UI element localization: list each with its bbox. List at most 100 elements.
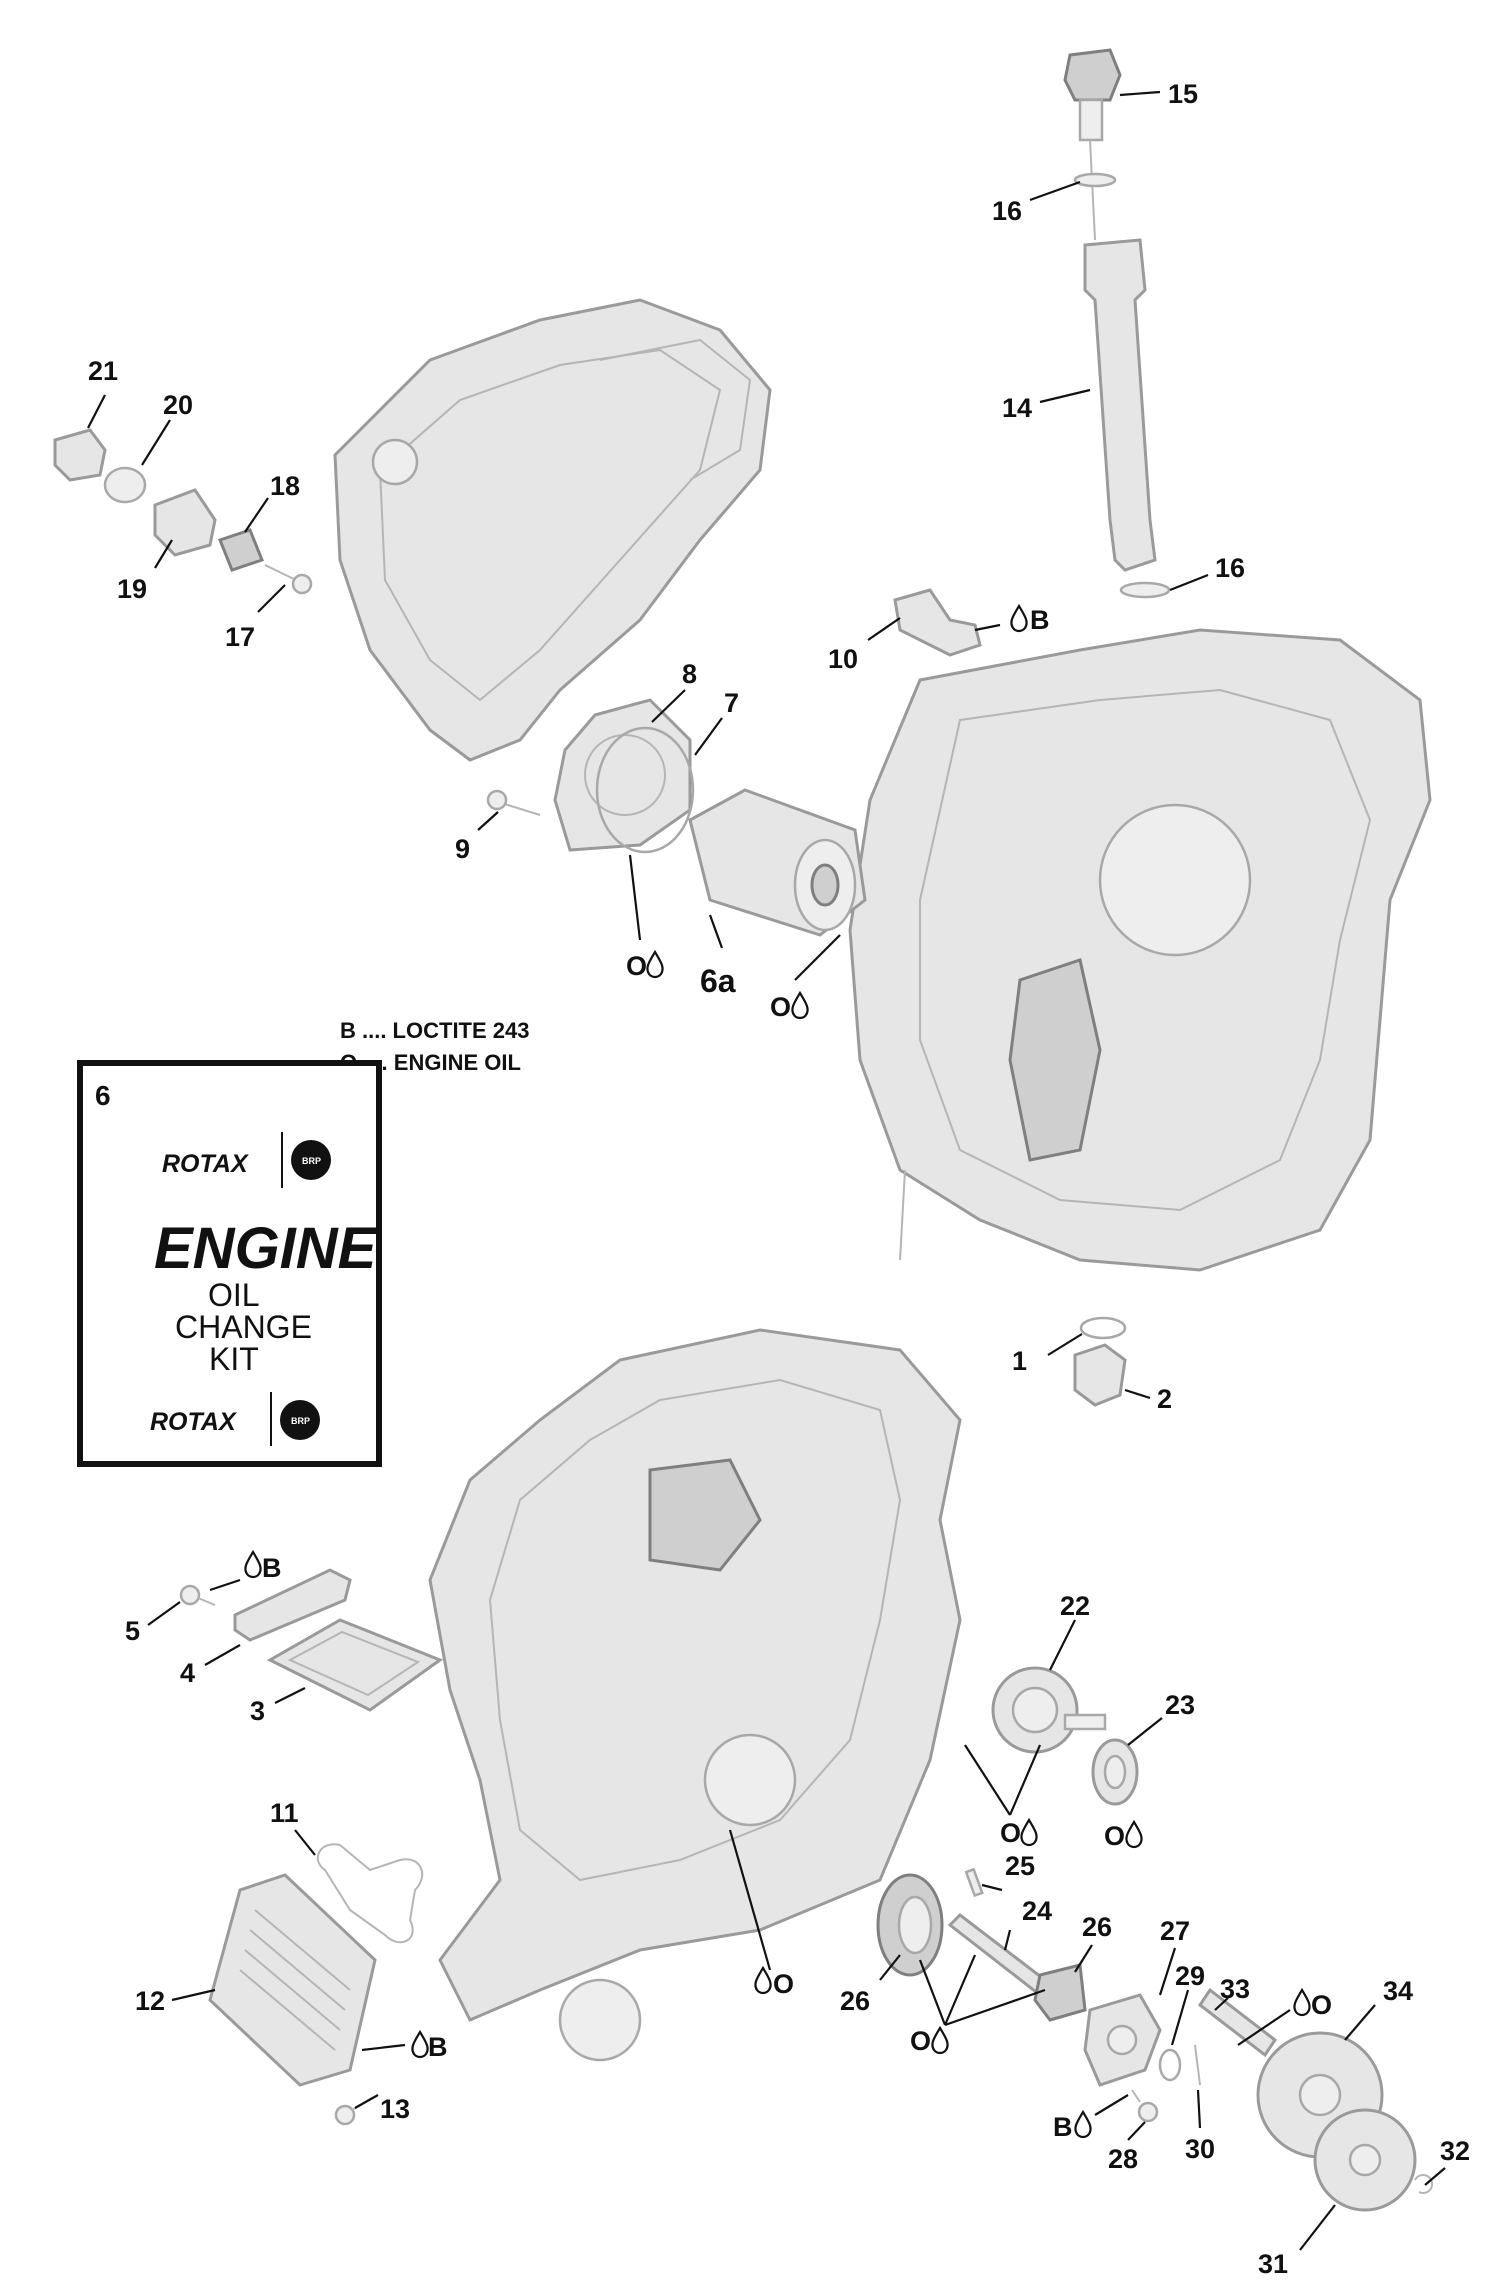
callout-28: 28	[1108, 2144, 1138, 2174]
oil-drop-filter-icon	[791, 990, 809, 1020]
marker-b-10: B	[1030, 605, 1050, 635]
kit-brand-bottom: ROTAX	[150, 1408, 237, 1436]
oil-drop-seal-icon	[1125, 1819, 1143, 1849]
washer-part	[1079, 1316, 1127, 1340]
plug-part	[53, 428, 107, 482]
callout-15: 15	[1168, 79, 1198, 109]
kit-title: ENGINE	[154, 1216, 379, 1281]
callout-13: 13	[380, 2094, 410, 2124]
marker-b-12: B	[428, 2032, 448, 2062]
callout-24: 24	[1022, 1896, 1052, 1926]
callout-34: 34	[1383, 1976, 1413, 2006]
circlip-part	[1414, 2173, 1434, 2194]
cooler-gasket-part	[316, 1843, 424, 1944]
loctite-drop-12-icon	[411, 2029, 429, 2059]
legend-loctite: B .... LOCTITE 243	[340, 1018, 529, 1043]
callout-9: 9	[455, 834, 470, 864]
callout-22: 22	[1060, 1591, 1090, 1621]
pump-ring-part	[1158, 2048, 1182, 2082]
kit-line-change: CHANGE	[175, 1309, 312, 1345]
callout-20: 20	[163, 390, 193, 420]
strainer-part	[266, 1618, 444, 1712]
callout-32: 32	[1440, 2136, 1470, 2166]
brp-logo-bottom-icon: BRP	[280, 1400, 320, 1440]
callout-2: 2	[1157, 1384, 1172, 1414]
inner-rotor-part	[1033, 1963, 1087, 2022]
loctite-drop-icon	[1010, 603, 1028, 633]
callout-27: 27	[1160, 1916, 1190, 1946]
oil-drop-rotor-icon	[931, 2025, 949, 2055]
kit-number: 6	[95, 1080, 111, 1111]
marker-o-case: O	[773, 1969, 794, 1999]
callout-18: 18	[270, 471, 300, 501]
ring-part	[103, 466, 147, 504]
kit-brand-top: ROTAX	[162, 1150, 249, 1178]
marker-o-rotor: O	[910, 2026, 931, 2056]
oil-filter-part	[688, 788, 867, 937]
filter-cover-part	[553, 698, 692, 852]
lower-crankcase-part	[428, 1328, 962, 2062]
loctite-drop-5-icon	[244, 1549, 262, 1579]
marker-b-5: B	[262, 1553, 282, 1583]
brp-logo-icon: BRP	[291, 1140, 331, 1180]
callout-17: 17	[225, 622, 255, 652]
filter-o-ring-part	[595, 726, 695, 854]
callout-11: 11	[270, 1798, 299, 1828]
dipstick-cap-part	[1063, 48, 1122, 241]
kit-line-oil: OIL	[208, 1277, 260, 1313]
callout-6a: 6a	[700, 963, 736, 999]
dowel-pin-part	[1194, 2044, 1201, 2086]
pump-cover-part	[1083, 1993, 1162, 2087]
callout-12: 12	[135, 1986, 165, 2016]
sleeve-part	[153, 488, 217, 557]
callout-31: 31	[1258, 2249, 1288, 2279]
upper-crankcase-part	[848, 628, 1432, 1272]
oil-drop-icon	[646, 949, 664, 979]
cover-screw-part	[1131, 2089, 1159, 2123]
outer-rotor-part	[876, 1873, 944, 1977]
pin-part	[264, 564, 313, 595]
callout-14: 14	[1002, 393, 1032, 423]
marker-o-filter: O	[770, 992, 791, 1022]
oil-cooler-part	[208, 1873, 377, 2087]
callout-5: 5	[125, 1616, 140, 1646]
callout-16-bottom: 16	[1215, 553, 1245, 583]
bracket-part	[233, 1568, 352, 1642]
drain-plug-part	[1073, 1343, 1127, 1407]
callout-16-top: 16	[992, 196, 1022, 226]
o-ring-bottom-part	[1119, 581, 1171, 599]
callout-1: 1	[1012, 1346, 1027, 1376]
bracket-screw-part	[179, 1584, 216, 1606]
screw-part	[486, 789, 541, 816]
marker-b-28: B	[1053, 2112, 1073, 2142]
callout-26-right: 26	[1082, 1912, 1112, 1942]
svg-text:BRP: BRP	[291, 1416, 310, 1426]
marker-o-gear: O	[1000, 1818, 1021, 1848]
spring-part	[218, 528, 264, 572]
oil-drop-gear-icon	[1020, 1817, 1038, 1847]
oil-change-kit-box: 6 ROTAX BRP ENGINE OIL CHANGE KIT ROTAX …	[77, 1060, 382, 1467]
callout-10: 10	[828, 644, 858, 674]
marker-o-cover: O	[626, 951, 647, 981]
callout-19: 19	[117, 574, 147, 604]
shaft-seal-part	[1091, 1738, 1139, 1806]
oil-drop-case-icon	[754, 1965, 772, 1995]
crankcase-cover-part	[333, 298, 772, 762]
o-ring-top-part	[1073, 172, 1117, 188]
callout-3: 3	[250, 1696, 265, 1726]
callout-26-left: 26	[840, 1986, 870, 2016]
callout-4: 4	[180, 1658, 195, 1688]
callout-21: 21	[88, 356, 118, 386]
callout-7: 7	[724, 688, 739, 718]
pump-gear-part	[991, 1666, 1107, 1754]
callout-25: 25	[1005, 1851, 1035, 1881]
marker-o-shaft: O	[1311, 1990, 1332, 2020]
pump-shaft-part	[947, 1913, 1047, 1998]
small-gear-part	[1313, 2108, 1417, 2212]
oil-drop-shaft-icon	[1293, 1987, 1311, 2017]
callout-8: 8	[682, 659, 697, 689]
svg-text:BRP: BRP	[302, 1156, 321, 1166]
callout-30: 30	[1185, 2134, 1215, 2164]
sensor-part	[893, 588, 982, 657]
